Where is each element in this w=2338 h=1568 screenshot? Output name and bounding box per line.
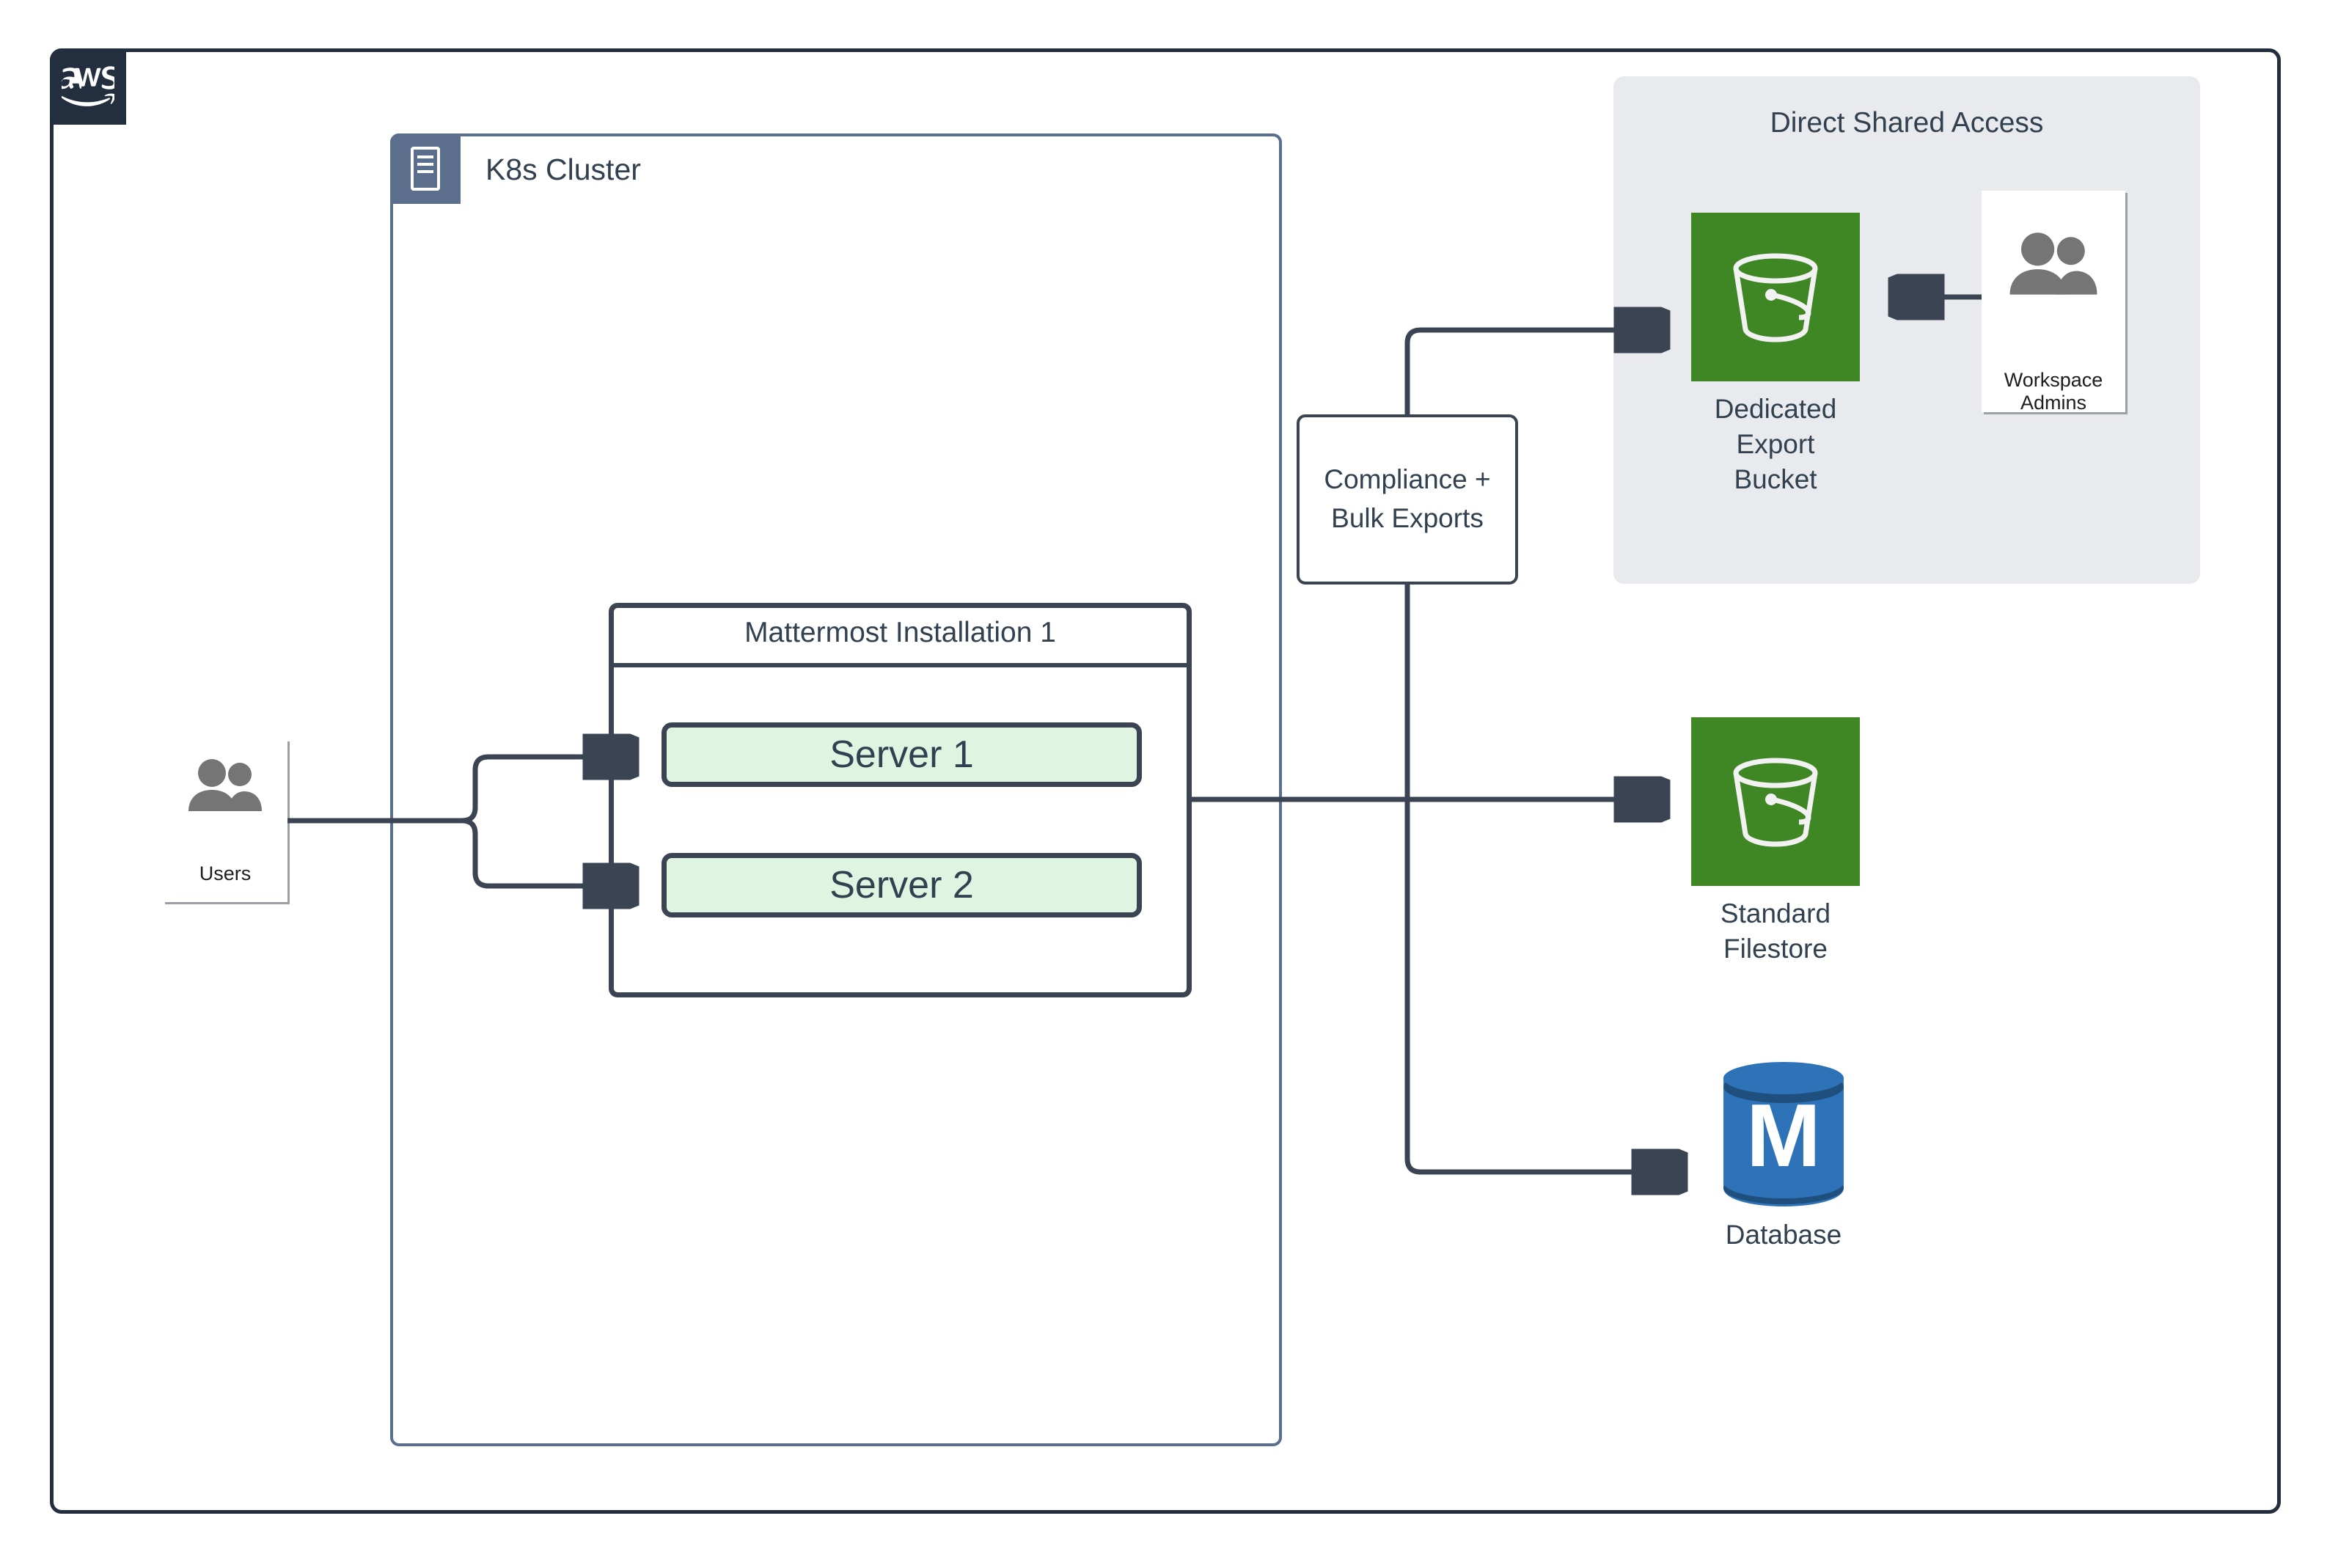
server-1-label: Server 1 <box>829 733 974 776</box>
k8s-cluster-label: K8s Cluster <box>485 153 641 186</box>
database-node[interactable]: M Database <box>1710 1056 1857 1250</box>
s3-bucket-icon <box>1691 213 1860 381</box>
standard-filestore-line-1: Standard <box>1720 898 1831 928</box>
standard-filestore-node[interactable]: Standard Filestore <box>1691 717 1860 967</box>
standard-filestore-label: Standard Filestore <box>1691 896 1860 967</box>
workspace-admins-label: Workspace Admins <box>2004 369 2103 414</box>
workspace-admins-node[interactable]: Workspace Admins <box>1982 191 2125 414</box>
users-group-icon <box>163 758 287 813</box>
database-label: Database <box>1725 1220 1842 1250</box>
compliance-line-1: Compliance + <box>1324 464 1491 495</box>
compliance-line-2: Bulk Exports <box>1331 503 1484 533</box>
mattermost-database-icon: M <box>1723 1062 1844 1206</box>
server-rack-icon <box>390 133 461 204</box>
dedicated-export-bucket-node[interactable]: Dedicated Export Bucket <box>1691 213 1860 497</box>
standard-filestore-line-2: Filestore <box>1723 934 1828 964</box>
k8s-cluster-boundary <box>390 133 1282 1446</box>
compliance-bulk-exports-box[interactable]: Compliance + Bulk Exports <box>1297 414 1518 585</box>
users-node[interactable]: Users <box>163 739 287 902</box>
direct-shared-access-title: Direct Shared Access <box>1770 107 2044 139</box>
dedicated-export-bucket-label: Dedicated Export Bucket <box>1691 392 1860 497</box>
server-2-label: Server 2 <box>829 864 974 906</box>
aws-cloud-boundary <box>50 48 2281 1514</box>
server-1-box[interactable]: Server 1 <box>662 722 1142 787</box>
aws-logo-icon <box>50 48 126 125</box>
database-letter: M <box>1746 1085 1821 1185</box>
s3-bucket-icon <box>1691 717 1860 886</box>
users-group-icon <box>1982 232 2125 296</box>
server-2-box[interactable]: Server 2 <box>662 853 1142 917</box>
export-bucket-line-1: Dedicated Export <box>1714 394 1837 460</box>
mattermost-installation-box <box>609 603 1192 997</box>
users-node-label: Users <box>199 862 252 884</box>
export-bucket-line-2: Bucket <box>1734 464 1817 495</box>
